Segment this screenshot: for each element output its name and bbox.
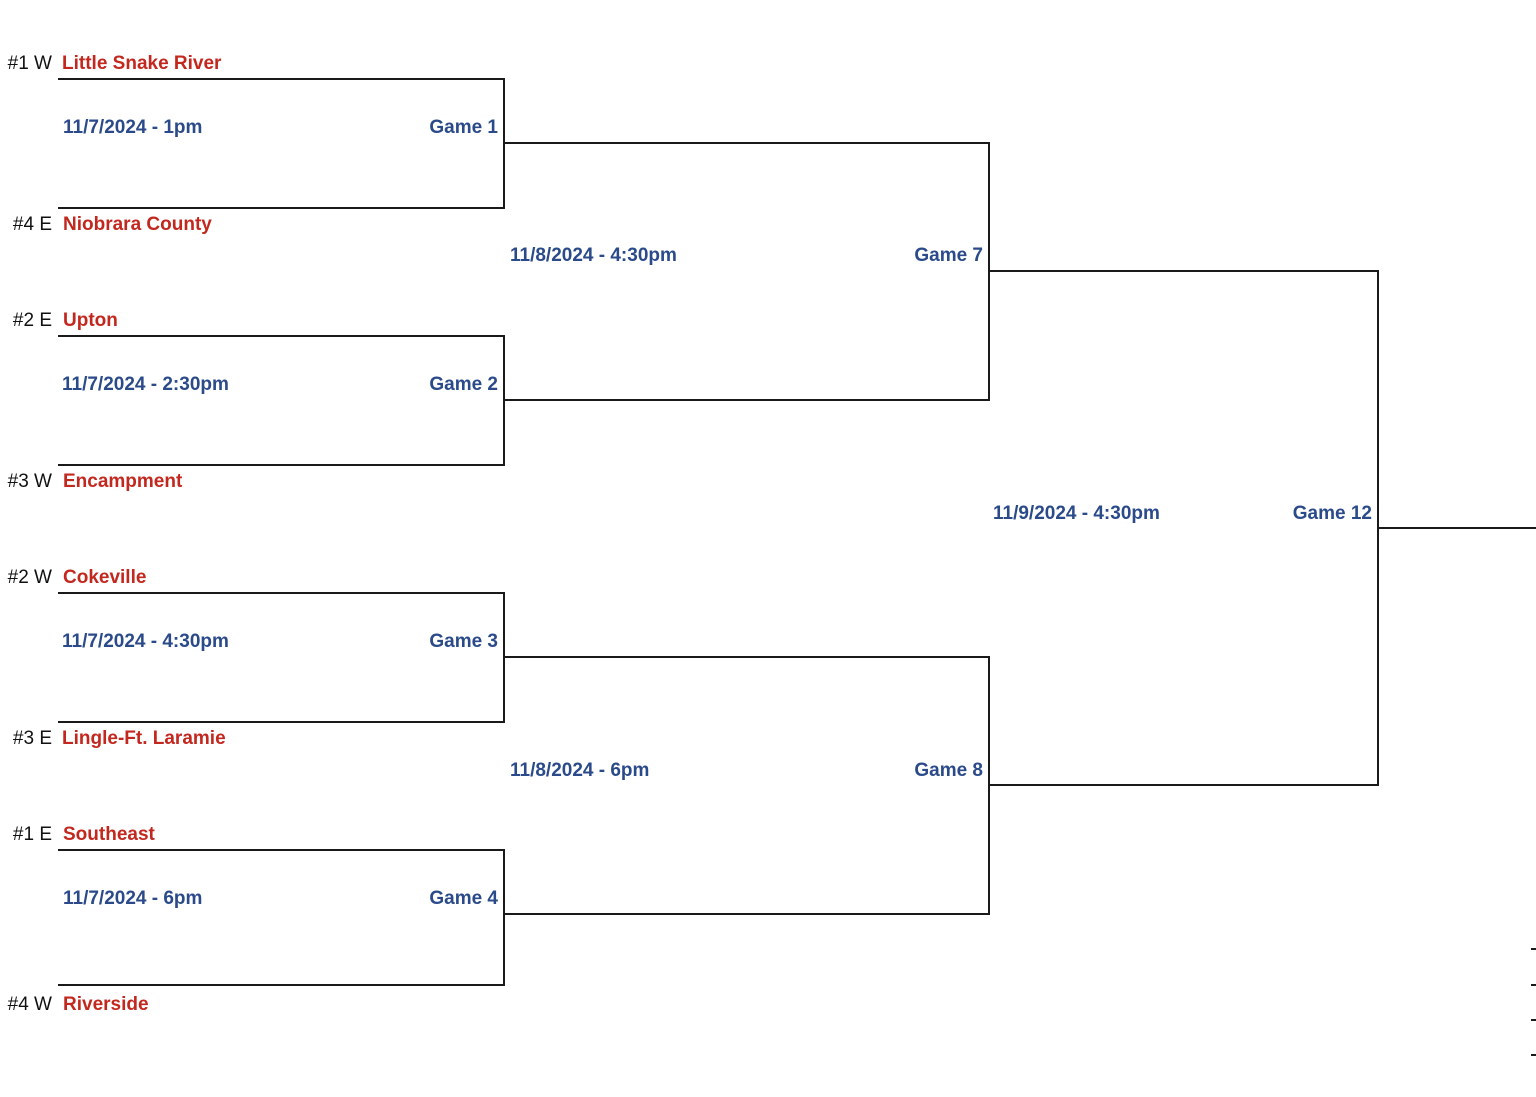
team-name: Encampment: [63, 471, 183, 492]
bracket-line: [989, 270, 1379, 272]
game-date: 11/7/2024 - 6pm: [63, 888, 203, 909]
game-label: Game 3: [429, 631, 498, 652]
game-label: Game 7: [914, 245, 983, 266]
edge-tick: [1531, 984, 1536, 986]
bracket-line: [988, 656, 990, 914]
bracket-line: [504, 913, 990, 915]
team-seed: #2 W: [7, 567, 52, 588]
team-name: Little Snake River: [62, 53, 222, 74]
game-date: 11/7/2024 - 4:30pm: [62, 631, 229, 652]
game-date: 11/8/2024 - 6pm: [510, 760, 650, 781]
bracket-line: [503, 335, 505, 465]
bracket-line: [58, 721, 505, 723]
team-name: Riverside: [63, 994, 149, 1015]
edge-tick: [1531, 1019, 1536, 1021]
bracket-line: [503, 592, 505, 722]
bracket-line: [58, 849, 505, 851]
bracket-line: [58, 464, 505, 466]
team-seed: #4 E: [12, 214, 52, 235]
game-date: 11/7/2024 - 2:30pm: [62, 374, 229, 395]
bracket-line: [503, 849, 505, 985]
team-name: Cokeville: [63, 567, 147, 588]
team-seed: #1 E: [12, 824, 52, 845]
bracket-line: [58, 78, 505, 80]
edge-tick: [1531, 948, 1536, 950]
team-name: Upton: [63, 310, 118, 331]
bracket-line: [58, 335, 505, 337]
bracket-line: [1378, 527, 1536, 529]
bracket-line: [503, 78, 505, 208]
team-seed: #2 E: [12, 310, 52, 331]
bracket-line: [58, 592, 505, 594]
game-label: Game 8: [914, 760, 983, 781]
bracket-line: [58, 984, 505, 986]
bracket-line: [504, 399, 990, 401]
bracket-line: [988, 142, 990, 400]
bracket-line: [504, 142, 990, 144]
game-label: Game 4: [429, 888, 498, 909]
team-name: Southeast: [63, 824, 155, 845]
bracket-line: [1377, 270, 1379, 785]
game-date: 11/7/2024 - 1pm: [63, 117, 203, 138]
bracket-line: [58, 207, 505, 209]
game-label: Game 2: [429, 374, 498, 395]
team-seed: #1 W: [7, 53, 52, 74]
team-seed: #4 W: [7, 994, 52, 1015]
team-name: Lingle-Ft. Laramie: [62, 728, 226, 749]
team-seed: #3 E: [12, 728, 52, 749]
edge-tick: [1531, 1054, 1536, 1056]
bracket-line: [989, 784, 1379, 786]
bracket-line: [504, 656, 990, 658]
game-date: 11/8/2024 - 4:30pm: [510, 245, 677, 266]
team-seed: #3 W: [7, 471, 52, 492]
game-label: Game 1: [429, 117, 498, 138]
game-label: Game 12: [1292, 503, 1372, 524]
game-date: 11/9/2024 - 4:30pm: [993, 503, 1160, 524]
team-name: Niobrara County: [63, 214, 212, 235]
